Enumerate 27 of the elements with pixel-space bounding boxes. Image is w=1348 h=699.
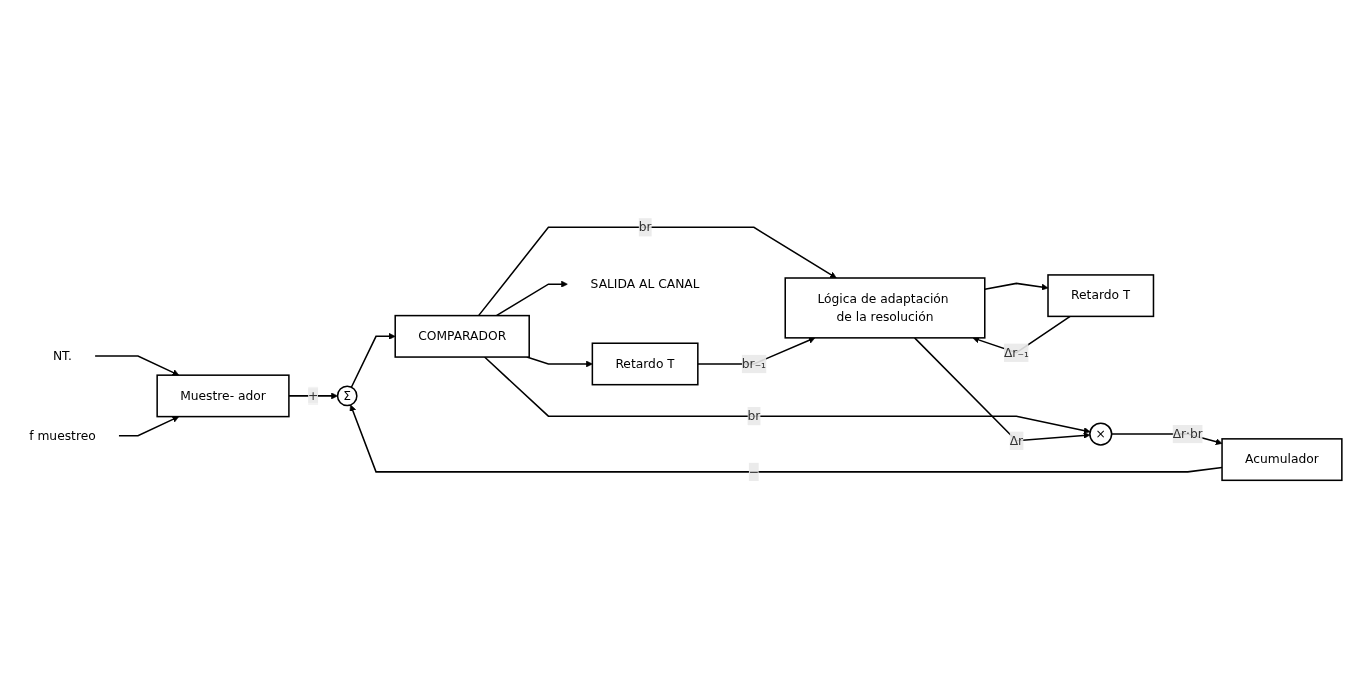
node-text: SALIDA AL CANAL <box>590 276 700 291</box>
edge-label: br <box>638 219 652 235</box>
arrow <box>94 355 180 376</box>
edge-label: br <box>747 408 761 423</box>
edge-label: Δr·br <box>1172 426 1203 441</box>
arrow <box>526 356 593 368</box>
node-circle: Σ <box>336 385 358 407</box>
arrow <box>495 280 568 317</box>
node-box: COMPARADOR <box>394 314 530 358</box>
node-box: Acumulador <box>1221 438 1343 481</box>
edge-label: br₋₁ <box>741 356 767 371</box>
edge-label: + <box>308 388 319 403</box>
edge-label: Δr <box>1009 432 1024 448</box>
node-box: Muestre- ador <box>156 374 290 418</box>
node-box: Retardo T <box>591 342 699 386</box>
node-box: Lógica de adaptación de la resolución <box>784 277 986 339</box>
node-box: Retardo T <box>1047 274 1155 318</box>
node-circle: × <box>1089 422 1113 446</box>
arrow <box>483 356 1091 434</box>
arrow <box>477 226 837 317</box>
arrow <box>118 416 180 437</box>
edge-label: Δr₋₁ <box>1003 344 1029 360</box>
node-text: f muestreo <box>29 428 96 443</box>
arrow <box>984 282 1049 291</box>
edge-label: − <box>748 464 760 479</box>
arrow <box>350 332 396 388</box>
node-text: NT. <box>52 348 73 363</box>
